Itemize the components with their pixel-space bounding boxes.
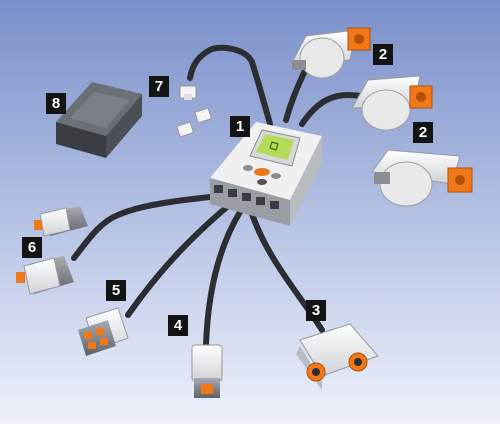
label-sound-sensor: 5 (106, 280, 126, 301)
cable-motor-top (283, 65, 309, 123)
brick-screen (256, 134, 294, 160)
sound-sensor (78, 307, 129, 356)
label-light-sensor: 4 (168, 315, 188, 336)
ultrasonic-sensor (296, 323, 379, 390)
label-nxt-brick: 1 (230, 116, 250, 137)
cable-motor-middle (299, 92, 363, 127)
label-connector-cable: 7 (149, 76, 169, 97)
battery-pack (56, 82, 142, 158)
touch-sensor-upper (34, 206, 88, 237)
connector-cable (176, 85, 213, 138)
nxt-brick (210, 122, 322, 226)
cables (71, 44, 363, 348)
label-servo-motor-bottom: 2 (413, 122, 433, 143)
servo-motor-top (289, 27, 371, 79)
label-touch-sensor: 6 (22, 237, 42, 258)
servo-motor-bottom (371, 149, 473, 207)
touch-sensor-lower (16, 256, 74, 295)
cable-loose-end (187, 44, 255, 81)
label-servo-motor-top: 2 (373, 44, 393, 65)
cable-sound-sensor (125, 203, 231, 318)
cable-touch-sensor (71, 193, 223, 261)
label-battery-pack: 8 (46, 93, 66, 114)
cable-to-connector (249, 59, 273, 127)
light-sensor (191, 344, 223, 398)
cable-light-sensor (203, 209, 243, 348)
servo-motor-middle (351, 75, 433, 131)
brick-orange-button (254, 168, 270, 176)
label-ultrasonic-sensor: 3 (306, 300, 326, 321)
